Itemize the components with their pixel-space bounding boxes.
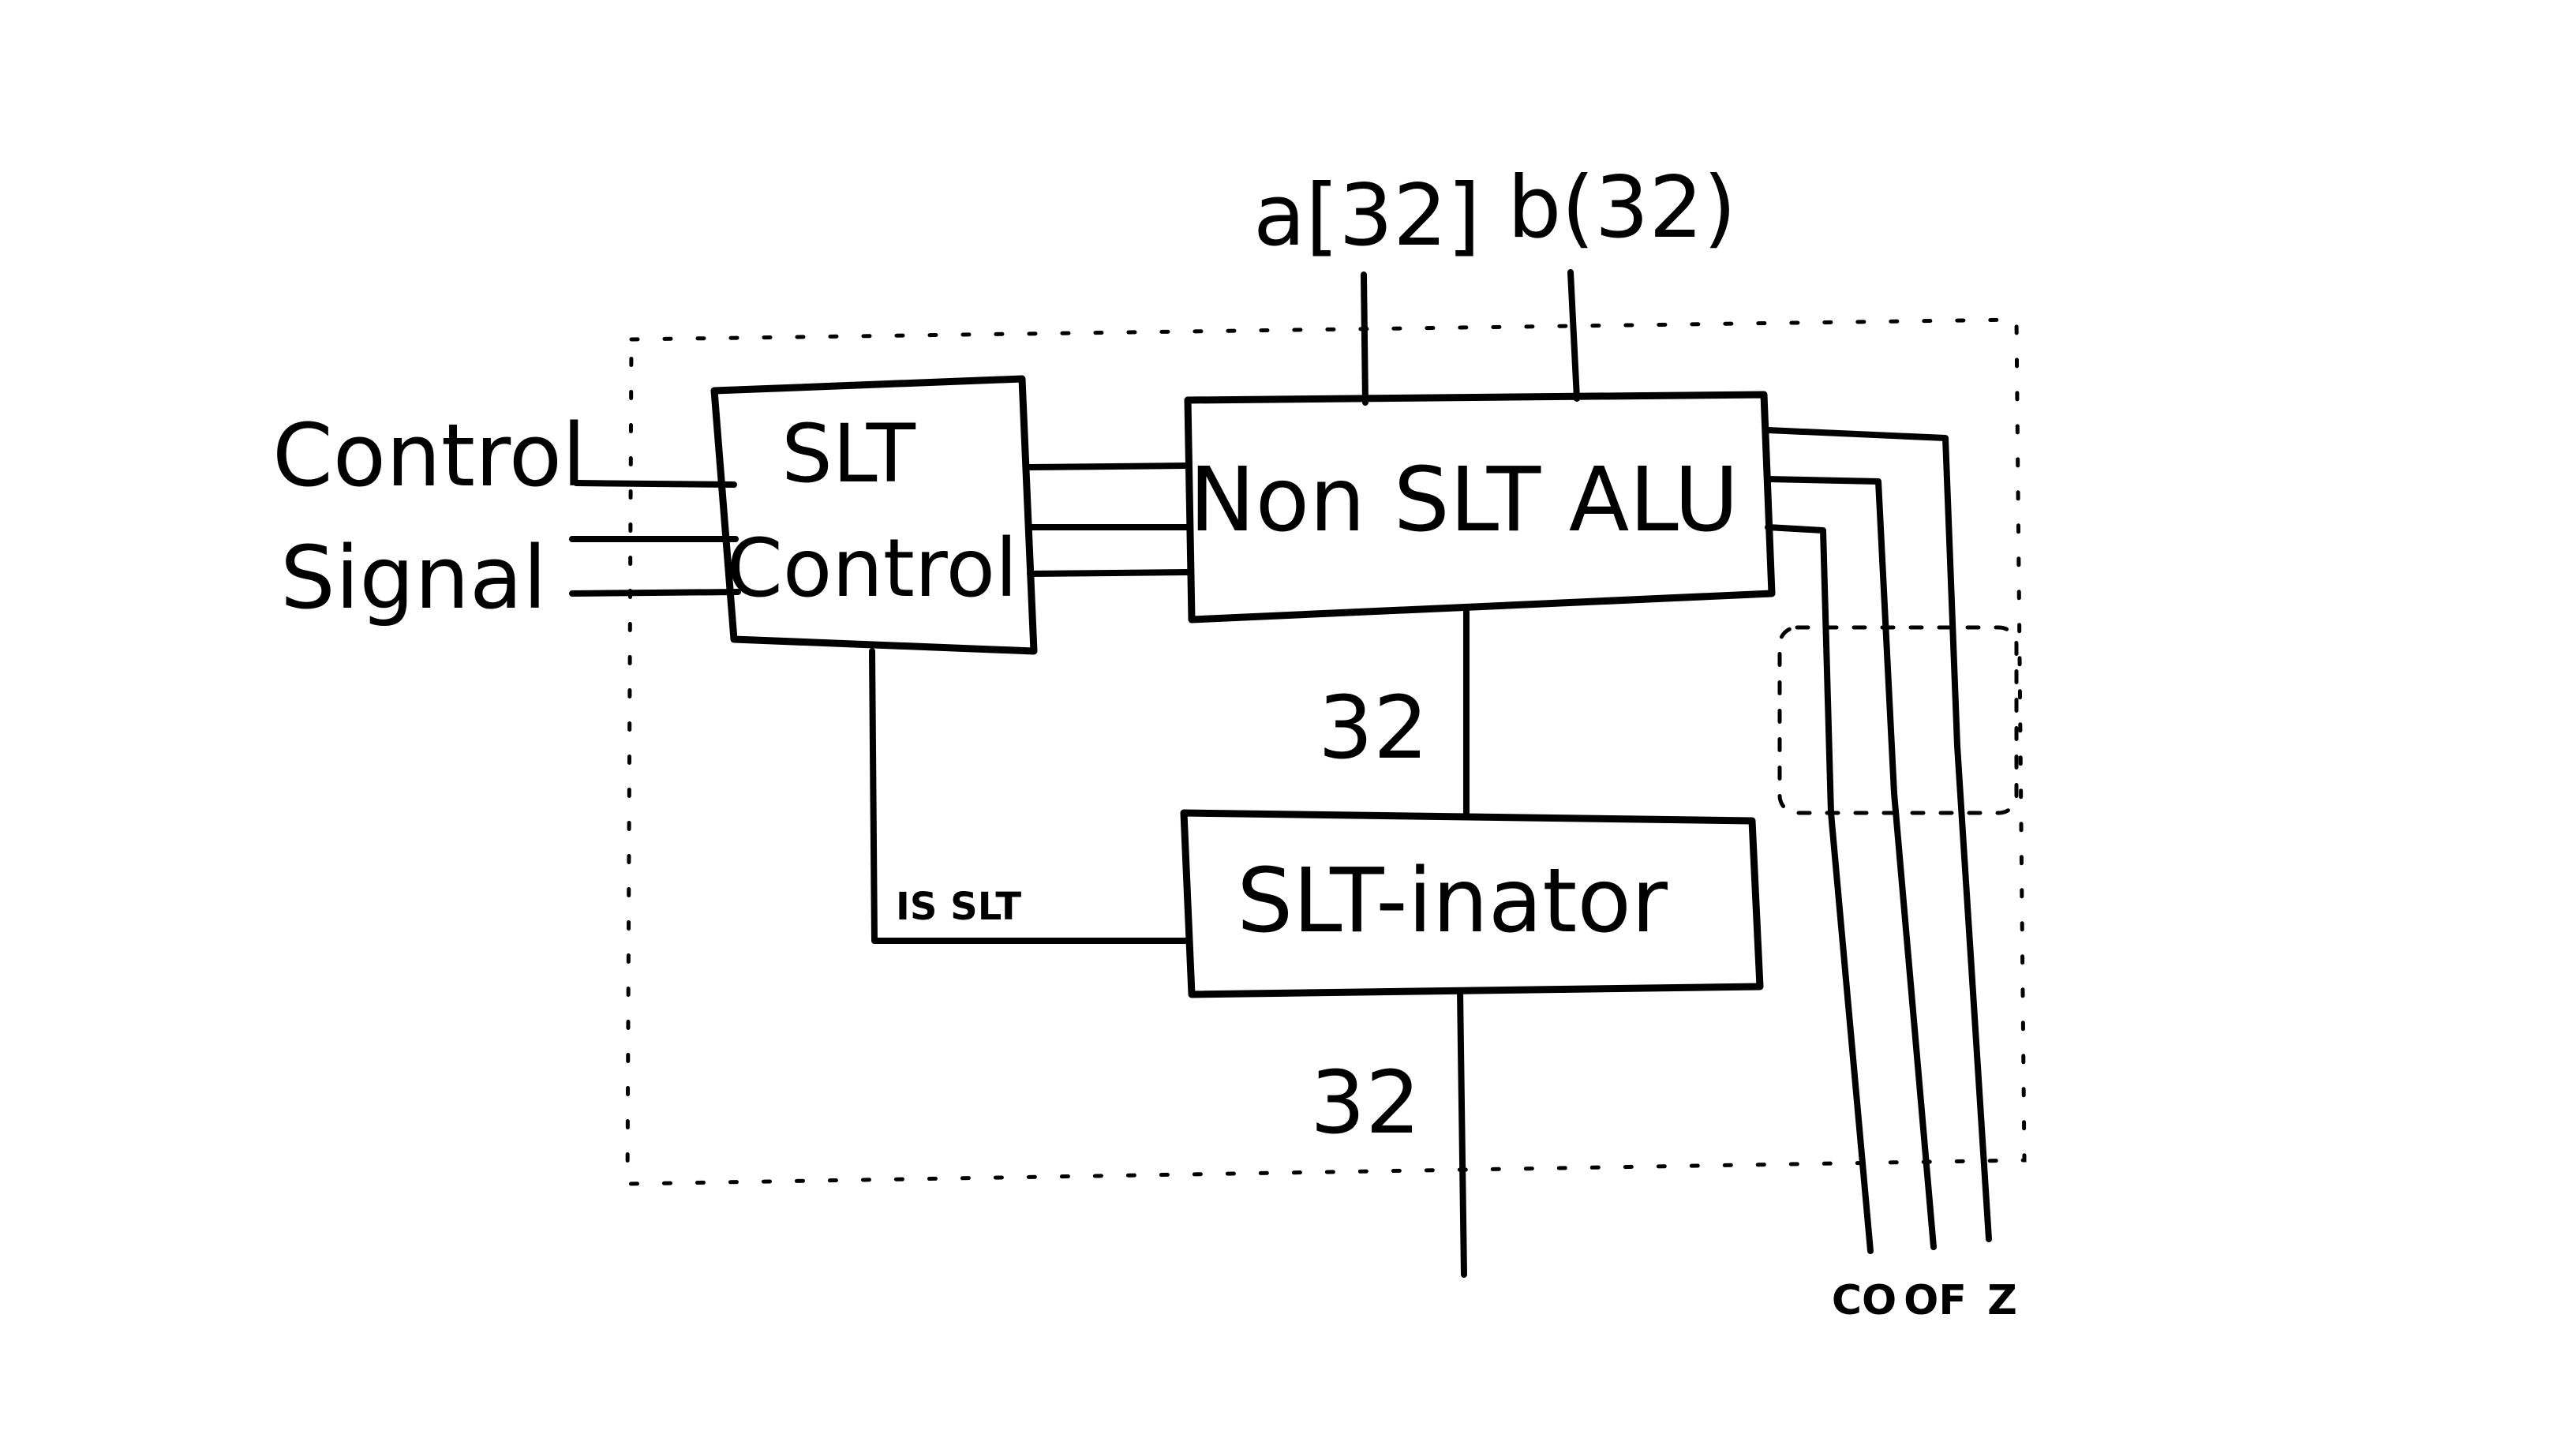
input-a-wire [1361, 272, 1368, 406]
non-slt-alu-block: Non SLT ALU [1184, 391, 1776, 624]
co-flag-label: CO [1832, 1277, 1896, 1324]
flag-grouping-region [1777, 625, 2019, 815]
result-output-wire [1457, 987, 1467, 1278]
slt-control-to-alu-wires [1027, 462, 1191, 577]
is-slt-wire [869, 648, 1191, 944]
input-a-label: a[32] [1253, 167, 1481, 265]
slt-control-block: SLT Control [710, 375, 1038, 655]
slt-inator-label: SLT-inator [1237, 850, 1668, 953]
is-slt-label: IS SLT [896, 885, 1021, 929]
z-flag-wire [1765, 427, 1992, 1242]
input-b-label: b(32) [1507, 159, 1736, 257]
output-width-label: 32 [1310, 1052, 1421, 1153]
alu-to-inator-width-label: 32 [1318, 677, 1428, 778]
slt-inator-block: SLT-inator [1180, 809, 1764, 998]
flag-output-wires [1765, 427, 1992, 1254]
co-flag-wire [1765, 524, 1874, 1254]
non-slt-alu-label: Non SLT ALU [1189, 449, 1739, 552]
slt-control-label-line2: Control [727, 522, 1018, 616]
input-b-wire [1567, 269, 1580, 402]
of-flag-wire [1765, 476, 1937, 1250]
z-flag-label: Z [1987, 1277, 2017, 1324]
control-signal-label-line2: Signal [280, 527, 547, 628]
control-signal-wires [569, 480, 741, 597]
slt-control-label-line1: SLT [781, 407, 916, 501]
control-signal-label-line1: Control [272, 405, 586, 506]
of-flag-label: OF [1904, 1277, 1967, 1324]
alu-boundary [625, 317, 2027, 1186]
